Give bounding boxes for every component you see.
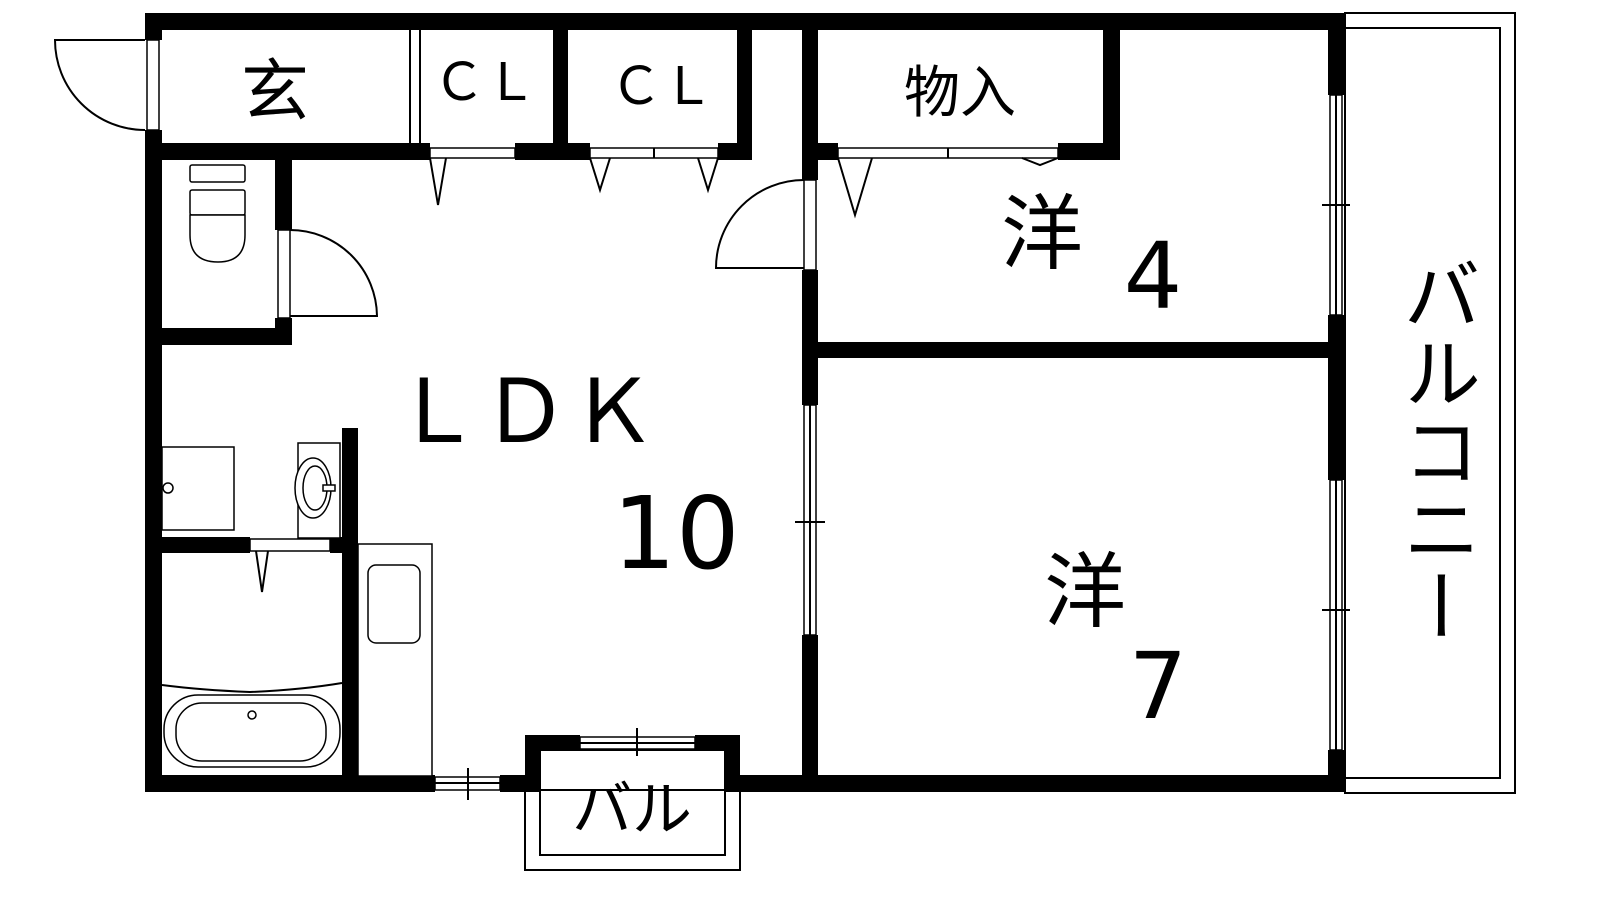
ldk-label: ＬＤＫ xyxy=(393,360,657,463)
entrance-label: 玄 xyxy=(241,53,309,132)
western7-size: 7 xyxy=(1129,633,1188,740)
small-balcony xyxy=(524,749,741,871)
small-balcony-label: バル xyxy=(572,775,692,845)
ldk-size: 10 xyxy=(612,475,739,592)
western4-size: 4 xyxy=(1124,223,1183,330)
wash-basin-icon xyxy=(294,442,341,539)
toilet-icon xyxy=(189,164,246,263)
windows-doors xyxy=(53,30,1350,800)
bathtub-icon xyxy=(161,682,343,768)
washing-machine-icon xyxy=(161,446,235,531)
walls xyxy=(145,13,1345,792)
storage-label: 物入 xyxy=(904,61,1016,126)
room-labels: 玄 ＣＬ ＣＬ 物入 洋 4 ＬＤＫ 10 洋 7 バルコニー バル xyxy=(241,53,1480,845)
fixtures xyxy=(161,164,433,777)
kitchen-counter-icon xyxy=(357,543,433,777)
western7-label: 洋 xyxy=(1044,545,1126,640)
western4-label: 洋 xyxy=(1001,187,1083,282)
balcony-label: バルコニー xyxy=(1390,255,1480,645)
closet2-label: ＣＬ xyxy=(610,57,714,117)
closet1-label: ＣＬ xyxy=(433,53,537,113)
